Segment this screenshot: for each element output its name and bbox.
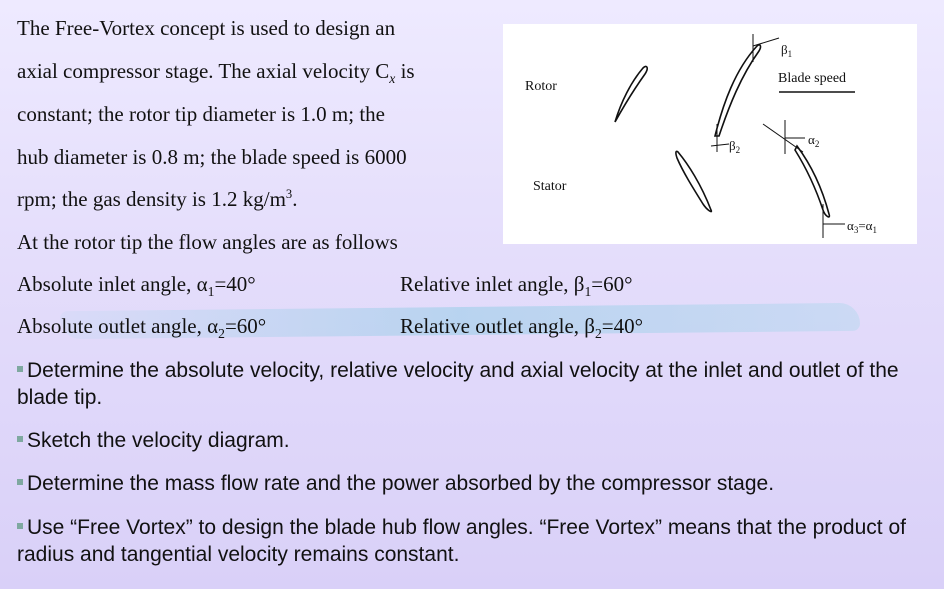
bullet-icon — [17, 436, 23, 443]
intro-line-1: The Free-Vortex concept is used to desig… — [17, 16, 396, 40]
task-3: Determine the mass flow rate and the pow… — [17, 470, 934, 497]
stator-blade-right — [794, 144, 831, 218]
blade-diagram: Rotor Stator Blade speed β1 β2 α2 α3=α1 — [525, 34, 877, 238]
relative-inlet-angle: Relative inlet angle, β1=60° — [400, 272, 633, 300]
blade-speed-label: Blade speed — [778, 71, 846, 86]
relative-outlet-angle: Relative outlet angle, β2=40° — [400, 314, 644, 342]
rotor-blade-left — [614, 65, 648, 123]
absolute-outlet-angle: Absolute outlet angle, α2=60° — [17, 314, 267, 342]
blade-figure: Rotor Stator Blade speed β1 β2 α2 α3=α1 — [503, 24, 917, 244]
stator-blade-left — [675, 150, 713, 213]
beta1-flow-line — [752, 37, 780, 47]
intro-line-3: constant; the rotor tip diameter is 1.0 … — [17, 102, 386, 126]
beta2-label: β2 — [729, 138, 740, 155]
bullet-icon — [17, 523, 23, 530]
bullet-icon — [17, 479, 23, 486]
alpha3-label: α3=α1 — [847, 218, 877, 235]
intro-line-4: hub diameter is 0.8 m; the blade speed i… — [17, 145, 407, 169]
beta1-label: β1 — [781, 42, 792, 59]
task-1: Determine the absolute velocity, relativ… — [17, 359, 899, 409]
stator-label: Stator — [533, 179, 567, 194]
intro-line-2: axial compressor stage. The axial veloci… — [17, 59, 415, 87]
rotor-label: Rotor — [525, 79, 557, 94]
task-4: Use “Free Vortex” to design the blade hu… — [17, 516, 906, 566]
beta2-flow-line — [710, 143, 730, 147]
bullet-icon — [17, 366, 23, 373]
absolute-inlet-angle: Absolute inlet angle, α1=40° — [17, 272, 256, 300]
intro-line-6: At the rotor tip the flow angles are as … — [17, 230, 398, 254]
intro-line-5: rpm; the gas density is 1.2 kg/m3. — [17, 187, 298, 211]
alpha2-flow-line — [762, 123, 804, 153]
alpha2-label: α2 — [808, 132, 819, 149]
rotor-blade-right — [713, 44, 762, 137]
task-2: Sketch the velocity diagram. — [17, 427, 934, 454]
